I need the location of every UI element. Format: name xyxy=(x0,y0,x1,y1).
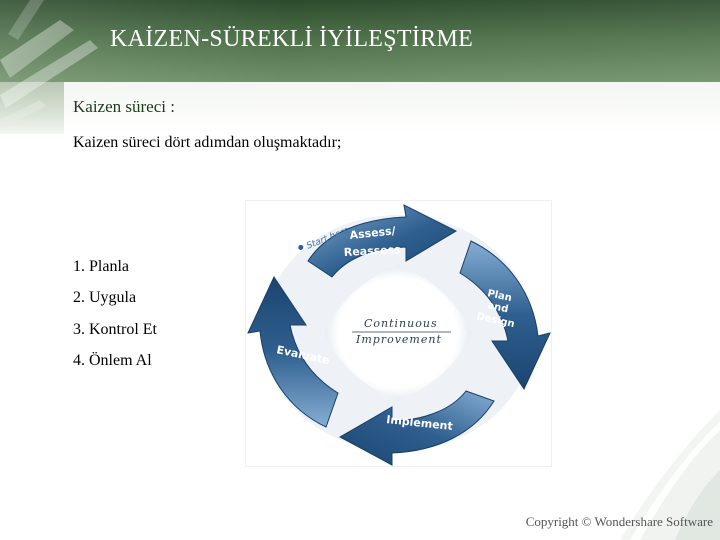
center-area xyxy=(324,265,472,401)
subtitle: Kaizen süreci : xyxy=(73,97,175,116)
header-bar xyxy=(0,0,720,82)
step-item: 4. Önlem Al xyxy=(73,352,152,369)
assess-arrow xyxy=(307,204,458,278)
step-item: 2. Uygula xyxy=(73,289,137,306)
description: Kaizen süreci dört adımdan oluşmaktadır; xyxy=(73,134,342,151)
kaizen-cycle-diagram: Start here Assess/ Reassess Plan and Des… xyxy=(246,201,551,466)
stage-label: Plan xyxy=(486,288,512,304)
center-label: Continuous xyxy=(364,317,438,330)
step-item: 1. Planla xyxy=(73,258,129,275)
center-label: Improvement xyxy=(355,333,442,346)
evaluate-arrow xyxy=(247,275,339,428)
plan-design-arrow xyxy=(459,240,551,391)
content-band xyxy=(64,82,720,134)
stage-label: and xyxy=(486,300,509,315)
slide-title: KAİZEN-SÜREKLİ İYİLEŞTİRME xyxy=(110,26,474,52)
implement-arrow xyxy=(338,390,495,466)
stage-label: Reassess xyxy=(343,243,401,259)
pen-icon xyxy=(0,0,98,130)
corner-ornament-icon xyxy=(620,410,720,540)
step-item: 3. Kontrol Et xyxy=(73,321,157,338)
left-strip xyxy=(0,82,64,134)
header-sheen xyxy=(0,0,720,82)
footer-copyright: Copyright © Wondershare Software xyxy=(525,514,713,529)
stage-label: Assess/ xyxy=(349,224,397,242)
